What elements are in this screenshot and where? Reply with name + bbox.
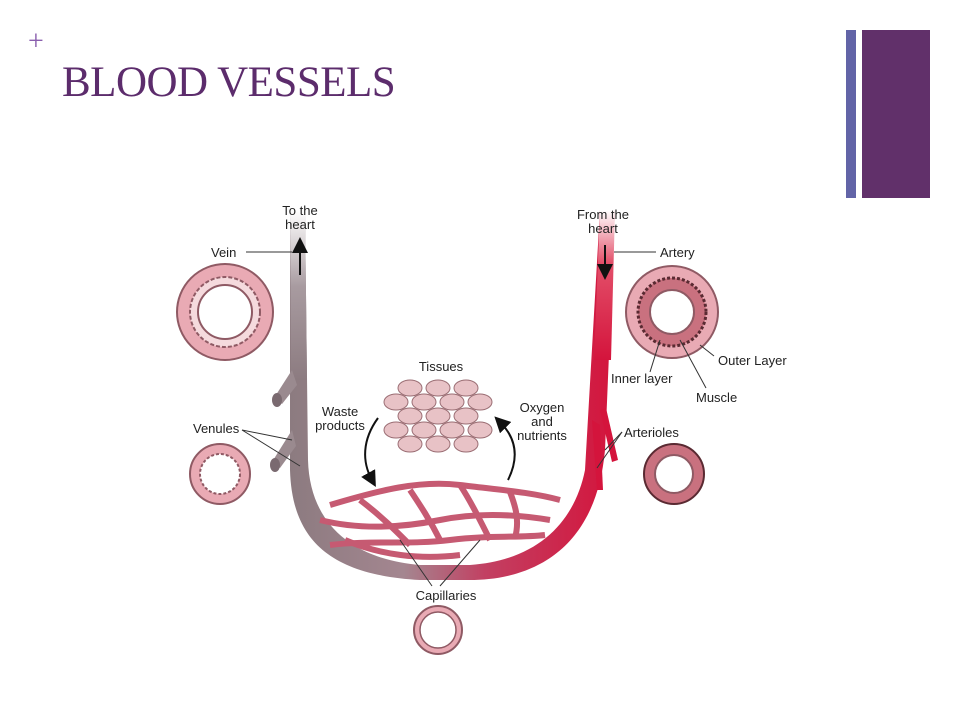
- accent-bar-thin: [846, 30, 856, 198]
- leader-lines: [241, 251, 715, 587]
- label-capillaries: Capillaries: [416, 588, 477, 603]
- label-artery: Artery: [660, 245, 695, 260]
- label-to-heart-2: heart: [285, 217, 315, 232]
- vein-cross-section: [176, 263, 274, 361]
- label-arterioles: Arterioles: [624, 425, 679, 440]
- label-venules: Venules: [193, 421, 240, 436]
- label-tissues: Tissues: [419, 359, 464, 374]
- artery-cross-section: [625, 265, 719, 359]
- label-waste-2: products: [315, 418, 365, 433]
- label-from-heart-2: heart: [588, 221, 618, 236]
- arteriole-branch-left: [592, 420, 603, 490]
- label-from-heart-1: From the: [577, 207, 629, 222]
- tissue-cells: [383, 379, 493, 453]
- label-to-heart-1: To the: [282, 203, 317, 218]
- oxygen-arrow-icon: [494, 416, 516, 481]
- capillary-cross-section: [413, 605, 463, 655]
- slide-title: BLOOD VESSELS: [62, 59, 396, 106]
- arteriole-cross-section: [643, 443, 705, 505]
- label-outer-layer: Outer Layer: [718, 353, 787, 368]
- accent-bar: [862, 30, 930, 198]
- plus-icon: +: [28, 26, 44, 57]
- label-oxygen-3: nutrients: [517, 428, 567, 443]
- arteriole-branch-right: [600, 408, 618, 462]
- label-vein: Vein: [211, 245, 236, 260]
- label-inner-layer: Inner layer: [611, 371, 673, 386]
- label-oxygen-2: and: [531, 414, 553, 429]
- label-muscle: Muscle: [696, 390, 737, 405]
- capillary-network: [319, 480, 561, 560]
- vessel-u: [270, 210, 618, 580]
- venule-cross-section: [189, 443, 251, 505]
- waste-arrow-icon: [361, 417, 379, 487]
- label-oxygen-1: Oxygen: [520, 400, 565, 415]
- label-waste-1: Waste: [322, 404, 358, 419]
